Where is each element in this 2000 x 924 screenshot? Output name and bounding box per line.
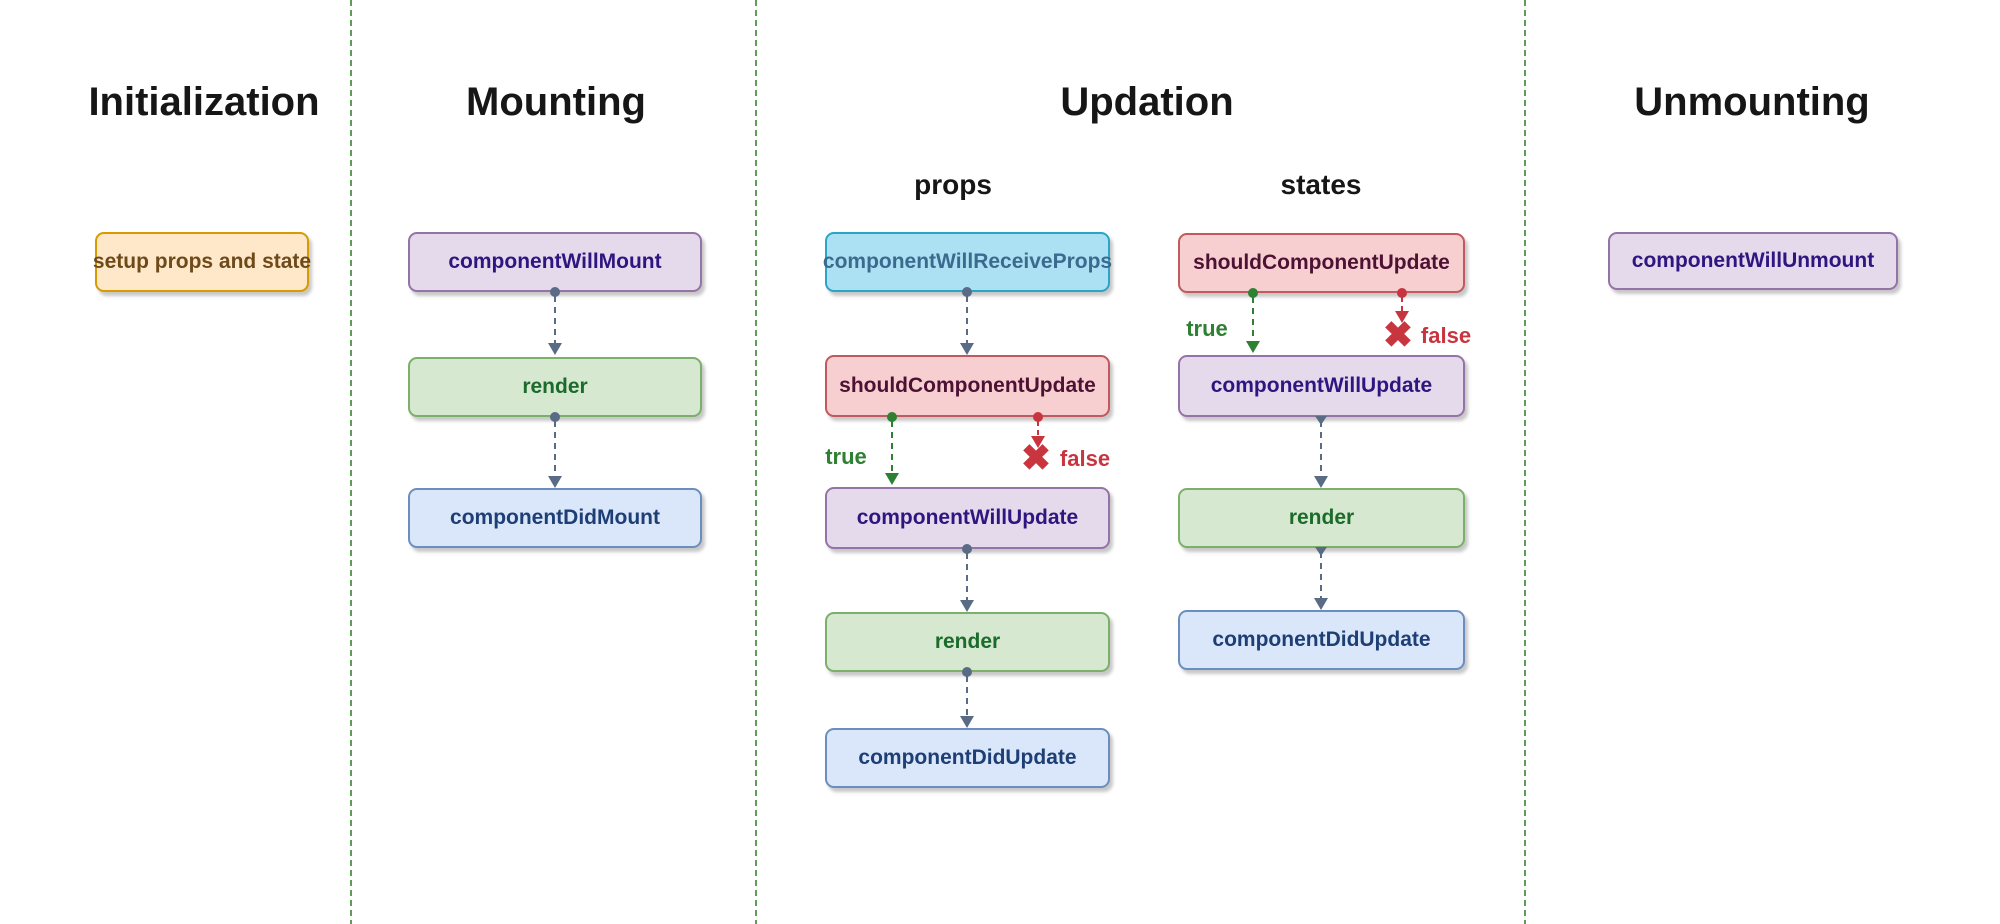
node-render-mounting: render <box>408 357 702 417</box>
flow-dot-icon <box>550 412 560 422</box>
false-x-icon: ✖ <box>1382 314 1414 355</box>
section-title-unmounting: Unmounting <box>1634 80 1870 124</box>
connector-true-branch <box>1246 288 1260 353</box>
connector <box>548 412 562 488</box>
subcolumn-title-props: props <box>914 169 992 200</box>
section-title-updation: Updation <box>1060 80 1234 124</box>
connector <box>1314 416 1328 488</box>
node-component-did-mount: componentDidMount <box>408 488 702 548</box>
false-label-props: false <box>1059 446 1111 471</box>
true-label-states: true <box>1186 316 1228 341</box>
flow-dot-icon <box>962 667 972 677</box>
node-component-will-unmount: componentWillUnmount <box>1608 232 1898 290</box>
connector <box>548 287 562 355</box>
arrowhead-icon <box>885 473 899 485</box>
arrowhead-icon <box>960 343 974 355</box>
arrowhead-icon <box>548 343 562 355</box>
connector-line <box>1252 297 1254 343</box>
connector-true-branch <box>885 412 899 485</box>
connector-line <box>966 676 968 718</box>
node-component-did-update-states: componentDidUpdate <box>1178 610 1465 670</box>
flow-dot-icon <box>1248 288 1258 298</box>
flow-dot-icon <box>550 287 560 297</box>
flow-dot-icon <box>962 287 972 297</box>
section-title-mounting: Mounting <box>466 80 646 124</box>
divider-line <box>350 0 352 924</box>
flow-dot-icon <box>887 412 897 422</box>
connector-line <box>966 296 968 345</box>
divider-line <box>755 0 757 924</box>
flow-dot-icon <box>962 544 972 554</box>
false-label-states: false <box>1420 323 1472 348</box>
arrowhead-icon <box>1031 436 1045 448</box>
node-component-will-update-states: componentWillUpdate <box>1178 355 1465 417</box>
connector-line <box>1320 552 1322 600</box>
arrowhead-icon <box>548 476 562 488</box>
node-render-props: render <box>825 612 1110 672</box>
subcolumn-title-states: states <box>1280 169 1362 200</box>
arrowhead-icon <box>1314 598 1328 610</box>
connector-false-branch <box>1395 288 1409 323</box>
section-title-initialization: Initialization <box>88 80 320 124</box>
node-component-will-receive-props: componentWillReceiveProps <box>823 232 1112 292</box>
node-component-did-update-props: componentDidUpdate <box>825 728 1110 788</box>
divider-line <box>1524 0 1526 924</box>
node-component-will-mount: componentWillMount <box>408 232 702 292</box>
connector-false-branch <box>1031 412 1045 448</box>
arrowhead-icon <box>1395 311 1409 323</box>
flow-dot-icon <box>1397 288 1407 298</box>
connector <box>960 544 974 612</box>
true-label-props: true <box>825 444 867 469</box>
connector-line <box>966 553 968 602</box>
connector <box>960 287 974 355</box>
node-should-component-update-props: shouldComponentUpdate <box>825 355 1110 417</box>
connector <box>1314 547 1328 610</box>
connector-line <box>1401 297 1403 313</box>
arrowhead-icon <box>960 600 974 612</box>
connector-line <box>554 421 556 478</box>
connector-line <box>1037 421 1039 438</box>
false-x-icon: ✖ <box>1020 437 1052 478</box>
connector <box>960 667 974 728</box>
node-setup-props-and-state: setup props and state <box>93 232 311 292</box>
node-should-component-update-states: shouldComponentUpdate <box>1178 233 1465 293</box>
flow-dot-icon <box>1033 412 1043 422</box>
connector-line <box>554 296 556 345</box>
connector-line <box>891 421 893 475</box>
arrowhead-icon <box>1246 341 1260 353</box>
node-component-will-update-props: componentWillUpdate <box>825 487 1110 549</box>
node-render-states: render <box>1178 488 1465 548</box>
arrowhead-icon <box>960 716 974 728</box>
arrowhead-icon <box>1314 476 1328 488</box>
triangle-start-icon <box>1315 416 1327 425</box>
connector-line <box>1320 421 1322 478</box>
triangle-start-icon <box>1315 547 1327 556</box>
